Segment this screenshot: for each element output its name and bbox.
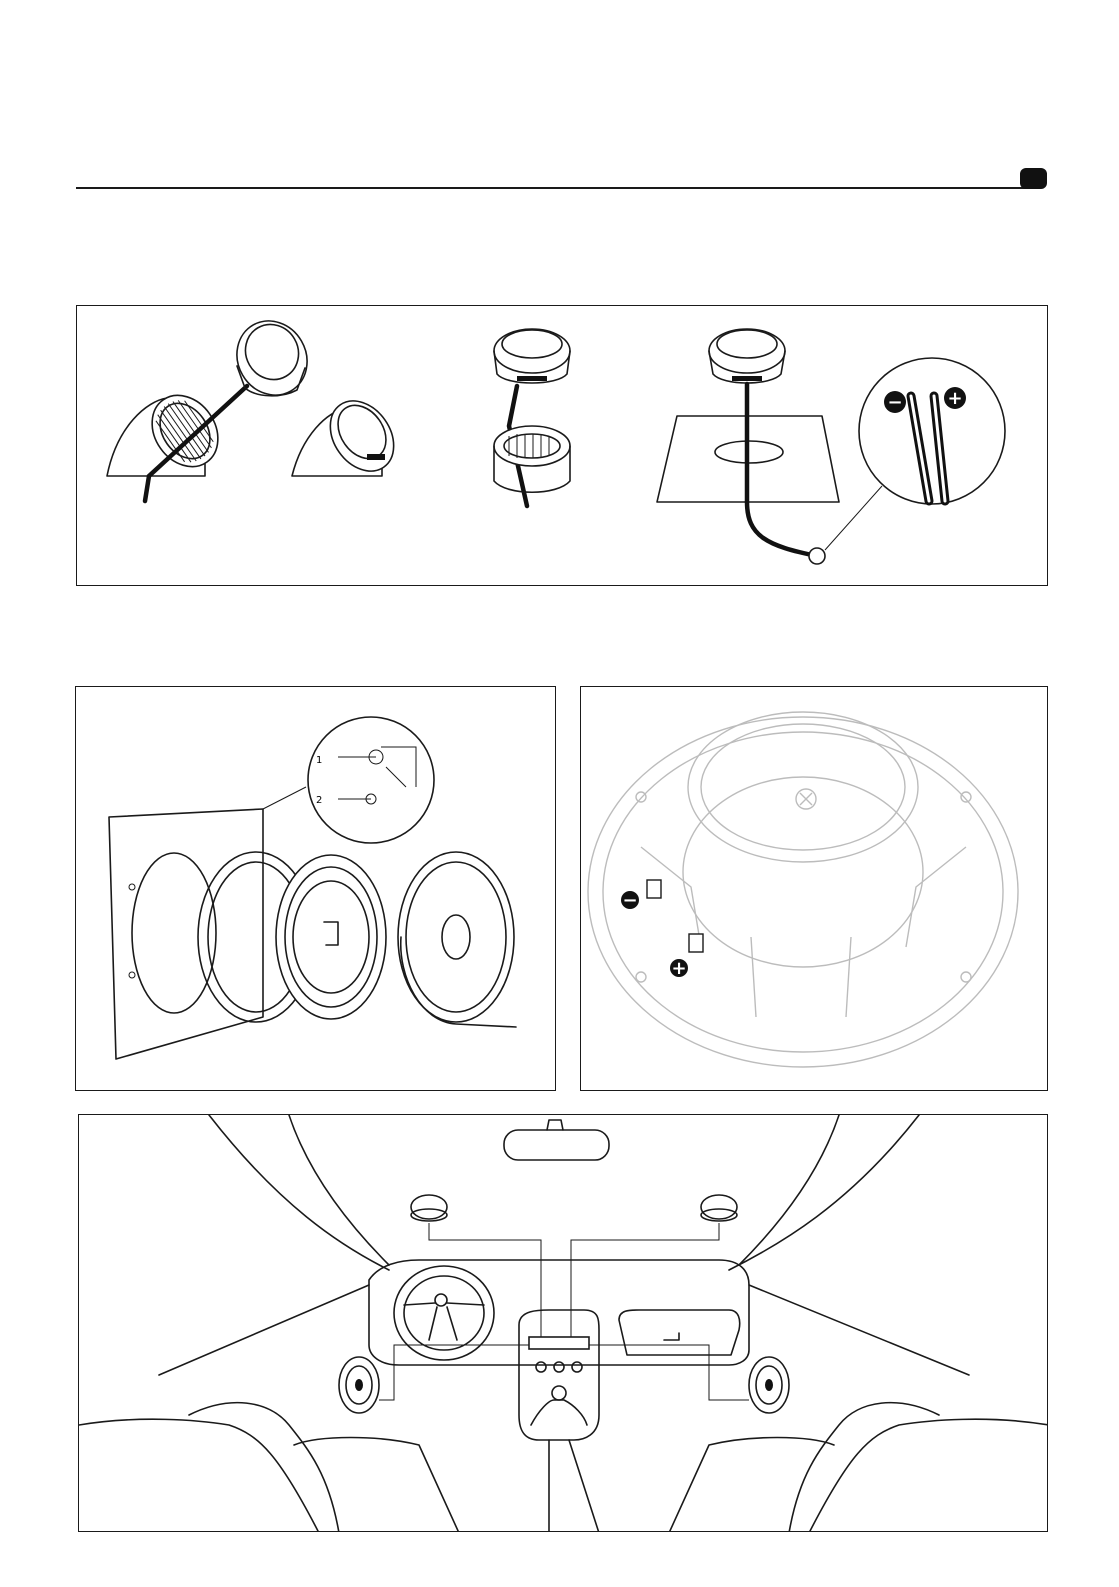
svg-text:1: 1 (316, 755, 322, 766)
car-installation-illustration (79, 1115, 1048, 1532)
tweeter-mounting-illustration: − + (77, 306, 1048, 586)
figure-woofer-exploded: 1 2 (75, 686, 556, 1091)
figure-woofer-terminals: − + (580, 686, 1048, 1091)
negative-label: − (887, 392, 902, 413)
svg-text:2: 2 (316, 795, 322, 806)
positive-terminal-label: + (671, 958, 686, 979)
header-rule (76, 187, 1034, 189)
page-tab (1020, 168, 1047, 189)
positive-label: + (947, 388, 962, 409)
woofer-terminals-illustration: − + (581, 687, 1048, 1091)
negative-terminal-label: − (622, 890, 637, 911)
figure-tweeter-mounting: − + (76, 305, 1048, 586)
figure-car-installation (78, 1114, 1048, 1532)
woofer-exploded-illustration: 1 2 (76, 687, 556, 1091)
